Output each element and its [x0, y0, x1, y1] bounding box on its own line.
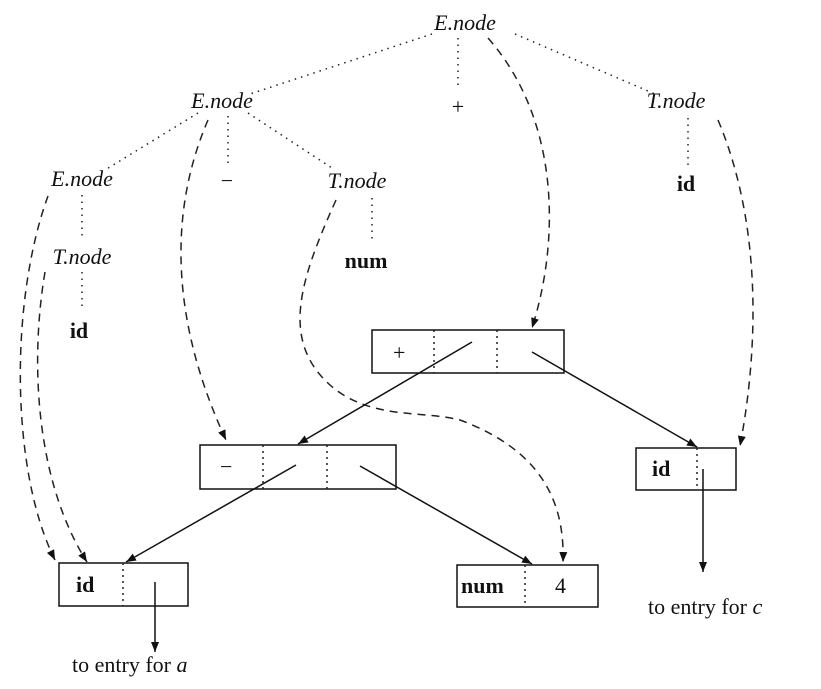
minus-symbol: − — [221, 168, 233, 193]
left-id: id — [70, 318, 88, 343]
plus-symbol: + — [452, 94, 464, 119]
edge-emid-eleft — [104, 112, 199, 171]
left-t-node: T.node — [53, 244, 112, 269]
caption-entry-a: to entry for a — [72, 652, 187, 677]
num-token: num — [345, 248, 388, 273]
plus-op: + — [393, 340, 405, 365]
pointer-tleft-to-ida — [36, 271, 88, 563]
edge-plus-minus — [297, 341, 473, 445]
root-e-node: E.node — [433, 10, 496, 35]
plus-node: + — [371, 329, 565, 374]
mid-t-node: T.node — [328, 168, 387, 193]
minus-node: − — [199, 444, 397, 490]
caption-entry-c: to entry for c — [648, 594, 762, 619]
parse-tree-edges — [81, 33, 689, 310]
pointer-root-to-plus — [487, 37, 551, 329]
edge-minus-ida — [125, 464, 297, 563]
id-c-node: id — [635, 447, 737, 491]
node-pointers — [19, 37, 754, 563]
pointer-tright-to-idc — [717, 119, 754, 447]
right-id: id — [677, 171, 695, 196]
parse-tree-labels: E.node E.node + T.node E.node − T.node i… — [50, 10, 706, 343]
num-label: num — [461, 573, 504, 598]
id-c-label: id — [652, 456, 670, 481]
minus-op: − — [220, 454, 232, 479]
left-e-node: E.node — [50, 166, 113, 191]
num-value: 4 — [555, 573, 566, 598]
id-a-label: id — [76, 572, 94, 597]
pointer-eleft-to-ida — [19, 195, 56, 561]
id-a-node: id — [58, 562, 189, 607]
syntax-tree-edges — [125, 341, 707, 652]
edge-minus-num — [359, 465, 533, 565]
pointer-tmid-to-num — [299, 199, 568, 563]
edge-emid-tmid — [247, 112, 336, 171]
pointer-emid-to-minus — [180, 119, 227, 441]
edge-root-tright — [514, 33, 656, 95]
right-t-node: T.node — [647, 88, 706, 113]
num-node: num 4 — [456, 564, 599, 608]
mid-e-node: E.node — [190, 88, 253, 113]
edge-plus-idc — [531, 351, 698, 448]
edge-root-emid — [249, 33, 433, 95]
